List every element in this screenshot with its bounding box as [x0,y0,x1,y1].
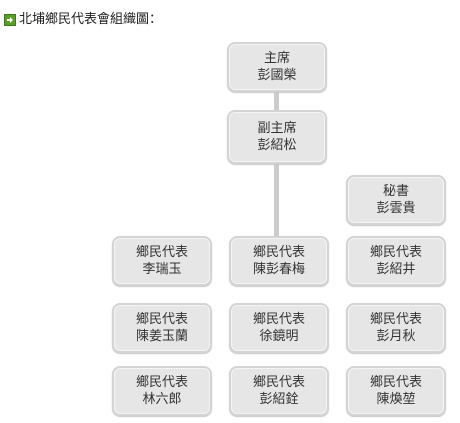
node-name: 彭雲貴 [376,201,416,216]
page-title-bar: 北埔鄉民代表會組織圖： [4,12,162,28]
node-role: 鄉民代表 [135,312,188,327]
org-node-representative: 鄉民代表 徐鏡明 [229,303,329,353]
org-node-representative: 鄉民代表 陳煥堃 [346,366,446,416]
node-name: 陳煥堃 [376,392,416,407]
node-name: 陳姜玉蘭 [135,329,188,344]
org-node-secretary: 秘書 彭雲貴 [346,175,446,225]
connector-line-vertical [274,92,279,242]
node-role: 秘書 [382,184,409,199]
node-name: 陳彭春梅 [252,262,305,277]
node-name: 李瑞玉 [142,262,182,277]
node-name: 彭國榮 [257,68,297,83]
node-role: 副主席 [257,121,297,136]
node-role: 鄉民代表 [135,245,188,260]
org-node-representative: 鄉民代表 林六郎 [112,366,212,416]
arrow-right-icon [4,14,16,26]
node-name: 彭月秋 [376,329,416,344]
node-role: 鄉民代表 [135,375,188,390]
node-name: 彭紹銓 [259,392,299,407]
org-node-representative: 鄉民代表 陳姜玉蘭 [112,303,212,353]
org-node-vice-chairman: 副主席 彭紹松 [227,110,327,164]
node-name: 徐鏡明 [259,329,299,344]
org-node-chairman: 主席 彭國榮 [227,42,327,92]
node-name: 林六郎 [142,392,182,407]
node-role: 鄉民代表 [252,312,305,327]
org-node-representative: 鄉民代表 李瑞玉 [112,236,212,286]
node-role: 鄉民代表 [252,245,305,260]
org-node-representative: 鄉民代表 陳彭春梅 [229,236,329,286]
node-role: 主席 [263,51,290,66]
org-node-representative: 鄉民代表 彭紹銓 [229,366,329,416]
node-role: 鄉民代表 [369,375,422,390]
node-role: 鄉民代表 [252,375,305,390]
node-name: 彭紹井 [376,262,416,277]
org-node-representative: 鄉民代表 彭紹井 [346,236,446,286]
node-role: 鄉民代表 [369,312,422,327]
page-title: 北埔鄉民代表會組織圖： [19,12,163,27]
node-name: 彭紹松 [257,138,297,153]
org-node-representative: 鄉民代表 彭月秋 [346,303,446,353]
node-role: 鄉民代表 [369,245,422,260]
